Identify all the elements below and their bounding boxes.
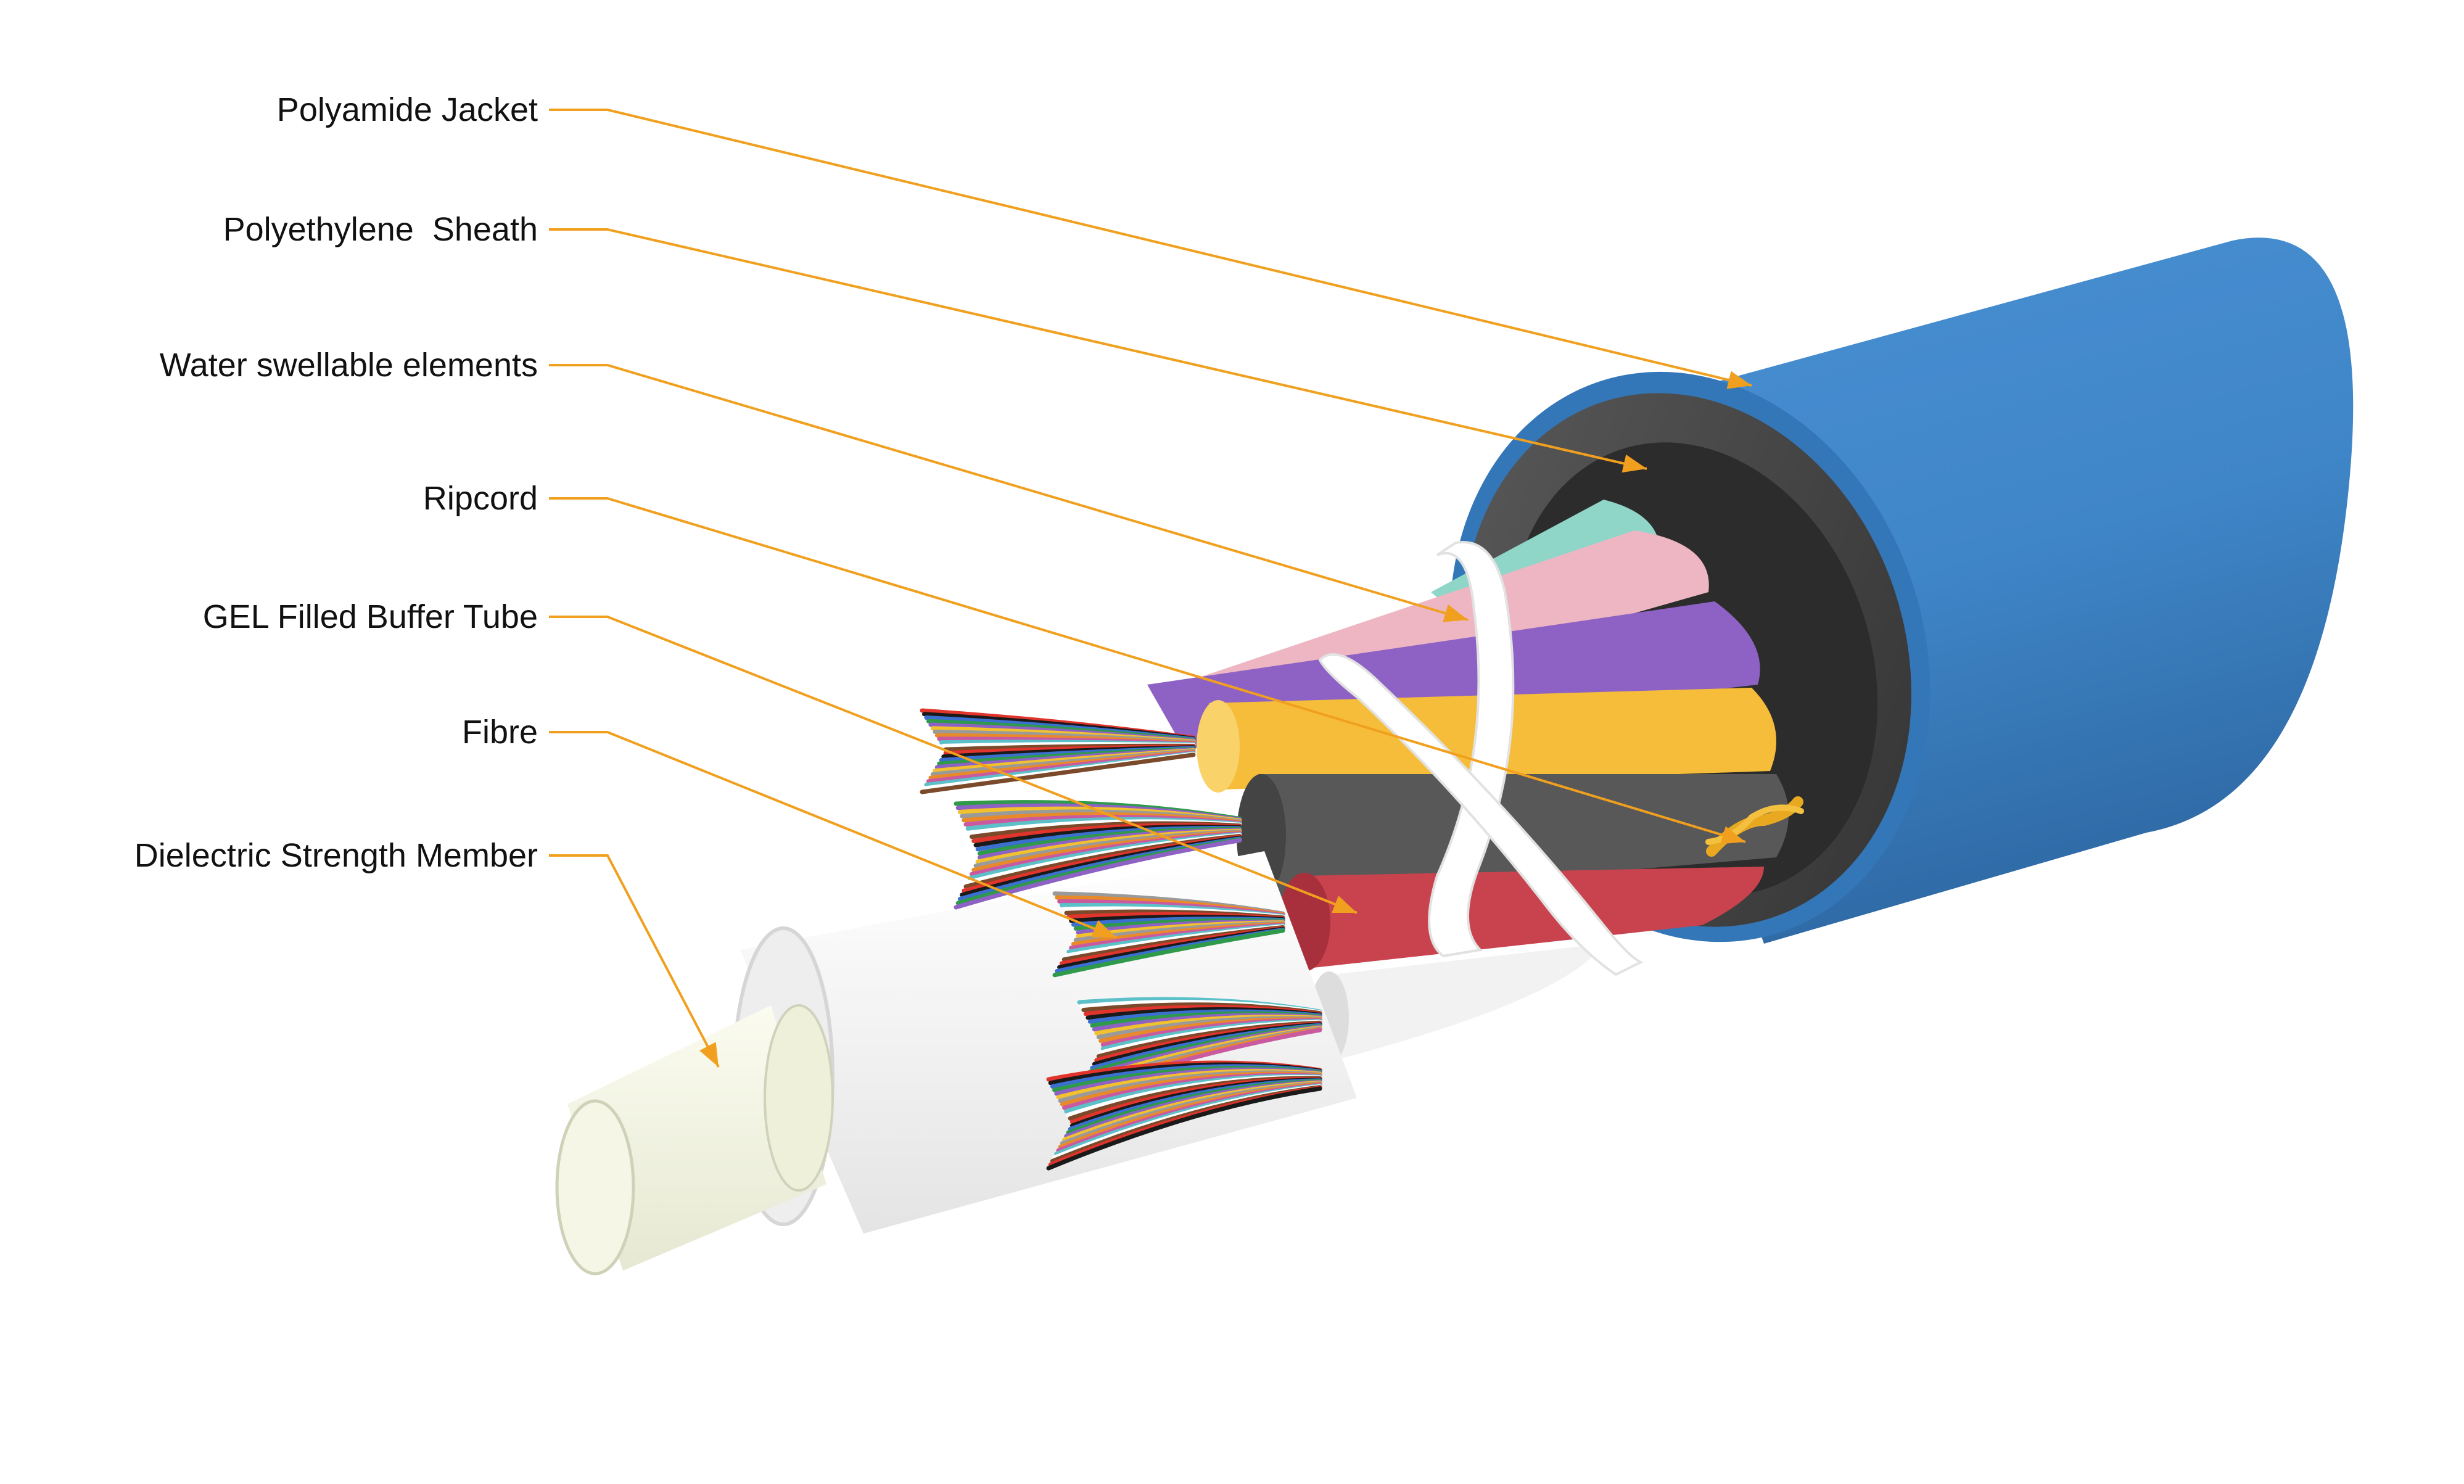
leader-arrowhead-polyamide-jacket [1726, 371, 1752, 389]
water-swellable-tapes [1318, 541, 1644, 976]
leader-line-polyethylene-sheath [549, 228, 1647, 470]
leader-arrowhead-gel-filled-buffer-tube [1332, 896, 1357, 913]
leader-arrowhead-polyethylene-sheath [1621, 454, 1647, 473]
leader-arrowhead-dielectric-strength-member [699, 1042, 719, 1067]
fibre-strand [920, 752, 1196, 794]
fibre-strand [1052, 928, 1285, 978]
label-fibre: Fibre [461, 714, 538, 751]
leader-line-ripcord [549, 497, 1746, 843]
leader-line-polyamide-jacket [549, 109, 1752, 387]
tube-yellow-end [1197, 700, 1240, 793]
fibre-strand [1046, 1086, 1322, 1171]
label-gel-filled-buffer-tube: GEL Filled Buffer Tube [202, 598, 538, 635]
label-polyamide-jacket: Polyamide Jacket [276, 91, 538, 128]
leader-line-water-swellable-elements [549, 364, 1469, 621]
label-water-swellable-elements: Water swellable elements [159, 347, 538, 384]
label-polyethylene-sheath: Polyethylene Sheath [223, 211, 538, 248]
tube-red [1301, 867, 1764, 968]
label-dielectric-strength-member: Dielectric Strength Member [134, 837, 538, 874]
leader-lines [549, 109, 1752, 1068]
leader-arrowhead-water-swellable-elements [1443, 604, 1468, 622]
fibre-bundles [920, 708, 1322, 1171]
tube-white [1332, 944, 1604, 1061]
leader-line-dielectric-strength-member [549, 854, 720, 1068]
leader-line-gel-filled-buffer-tube [549, 616, 1358, 914]
fibre-strand [954, 838, 1242, 910]
leader-arrowhead-ripcord [1720, 826, 1745, 844]
leader-line-fibre [549, 731, 1117, 939]
leader-arrowhead-fibre [1091, 920, 1116, 938]
strength-member [555, 1004, 834, 1276]
label-ripcord: Ripcord [422, 480, 538, 517]
